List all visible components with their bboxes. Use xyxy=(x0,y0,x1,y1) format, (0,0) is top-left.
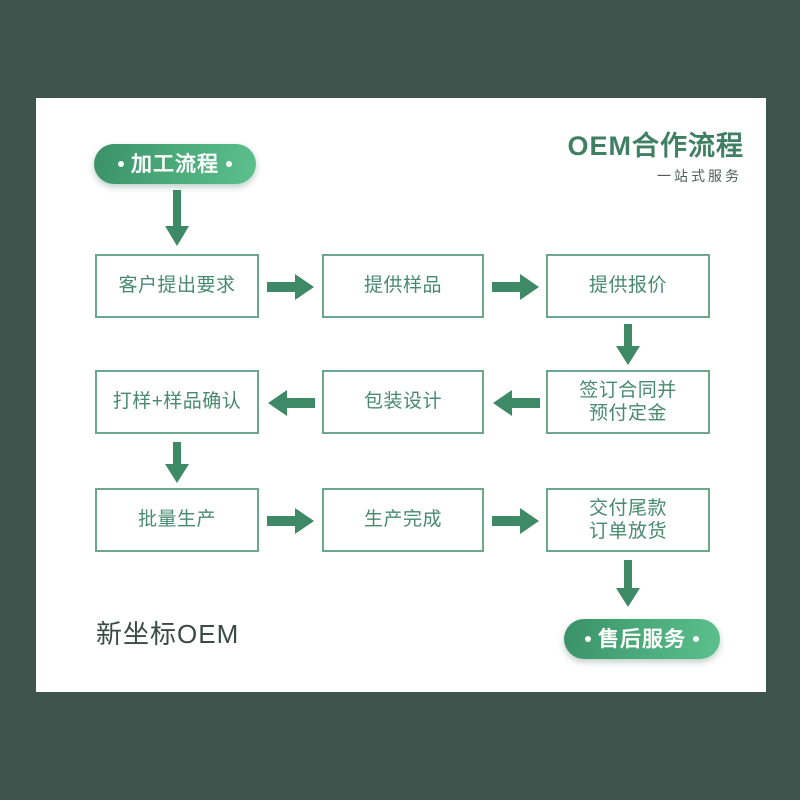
start-pill-processing-flow[interactable]: 加工流程 xyxy=(94,144,256,184)
bullet-dot-left-icon xyxy=(585,636,591,642)
flow-node-r1c1[interactable]: 客户提出要求 xyxy=(95,254,259,318)
end-pill-label: 售后服务 xyxy=(598,627,686,651)
arrow-right-r3c2-to-r3c3-icon xyxy=(492,508,540,534)
arrow-down-start-to-r1c1-icon xyxy=(164,190,190,248)
page-subtitle: 一站式服务 xyxy=(657,168,742,184)
flow-node-r1c3[interactable]: 提供报价 xyxy=(546,254,710,318)
bullet-dot-right-icon xyxy=(693,636,699,642)
brand-label: 新坐标OEM xyxy=(96,619,240,649)
arrow-left-r2c2-to-r2c1-icon xyxy=(267,390,315,416)
arrow-right-r3c1-to-r3c2-icon xyxy=(267,508,315,534)
flowchart-card: OEM合作流程 一站式服务 加工流程 客户提出要求 提供样品 xyxy=(36,98,766,692)
bullet-dot-left-icon xyxy=(118,161,124,167)
page-title: OEM合作流程 xyxy=(567,131,744,161)
bullet-dot-right-icon xyxy=(226,161,232,167)
arrow-down-r3c3-to-end-icon xyxy=(615,560,641,608)
flow-node-r3c1[interactable]: 批量生产 xyxy=(95,488,259,552)
arrow-right-r1c1-to-r1c2-icon xyxy=(267,274,315,300)
flow-node-r2c3[interactable]: 签订合同并 预付定金 xyxy=(546,370,710,434)
arrow-down-r1c3-to-r2c3-icon xyxy=(615,324,641,366)
flow-node-r2c2[interactable]: 包装设计 xyxy=(322,370,484,434)
arrow-right-r1c2-to-r1c3-icon xyxy=(492,274,540,300)
flow-node-r3c2[interactable]: 生产完成 xyxy=(322,488,484,552)
start-pill-label: 加工流程 xyxy=(131,152,219,176)
end-pill-after-sales-service[interactable]: 售后服务 xyxy=(564,619,720,659)
flow-node-r1c2[interactable]: 提供样品 xyxy=(322,254,484,318)
flowchart-card-inner: OEM合作流程 一站式服务 加工流程 客户提出要求 提供样品 xyxy=(36,98,766,692)
flow-node-r2c1[interactable]: 打样+样品确认 xyxy=(95,370,259,434)
arrow-left-r2c3-to-r2c2-icon xyxy=(492,390,540,416)
arrow-down-r2c1-to-r3c1-icon xyxy=(164,442,190,484)
flow-node-r3c3[interactable]: 交付尾款 订单放货 xyxy=(546,488,710,552)
